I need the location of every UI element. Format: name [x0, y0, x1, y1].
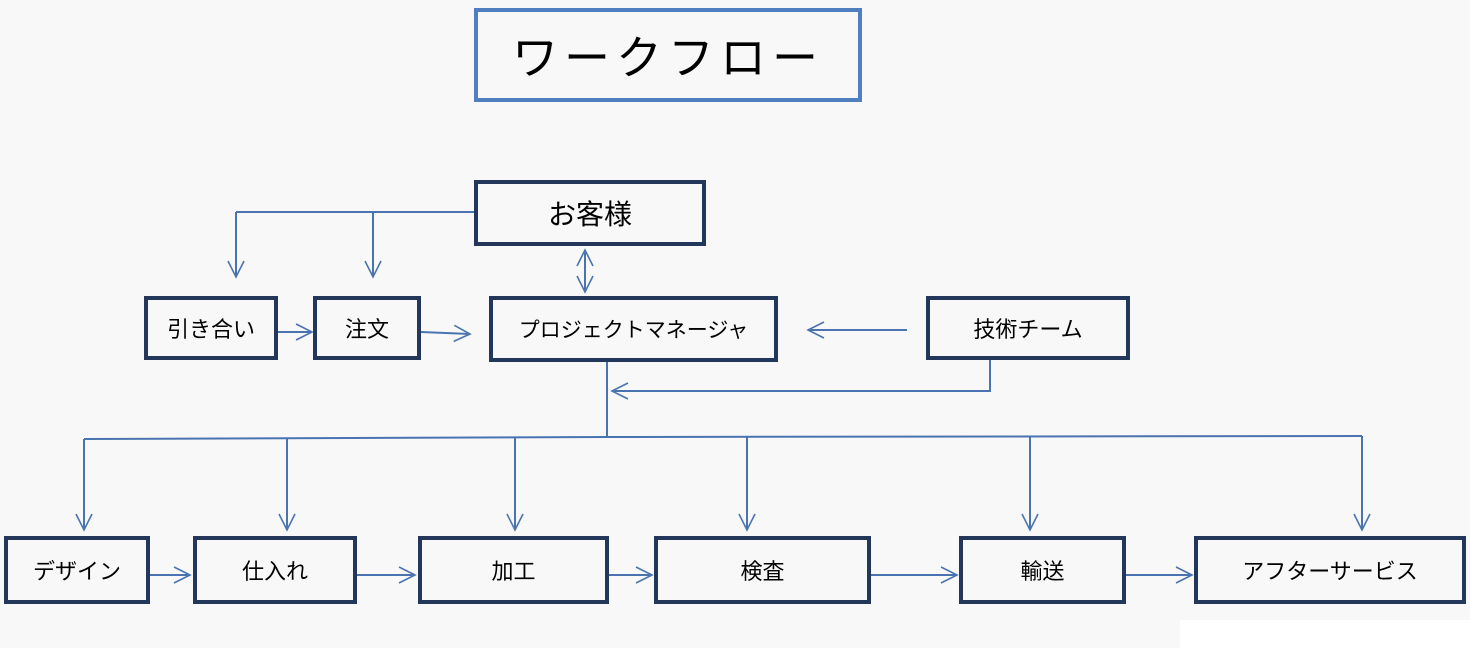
node-tech-team: 技術チーム	[926, 296, 1130, 360]
node-order: 注文	[313, 296, 421, 360]
arrow-order-pm	[420, 324, 472, 343]
node-processing: 加工	[418, 536, 609, 604]
distribution-bus	[83, 435, 1363, 440]
node-inquiry: 引き合い	[144, 296, 278, 360]
page-title: ワークフロー	[474, 8, 862, 102]
arrow-tech-feedback	[610, 360, 991, 400]
node-design: デザイン	[4, 536, 150, 604]
node-after-service: アフターサービス	[1194, 536, 1466, 604]
node-customer: お客様	[474, 180, 706, 246]
node-project-manager: プロジェクトマネージャ	[489, 296, 778, 362]
node-purchasing: 仕入れ	[193, 536, 357, 604]
node-shipping: 輸送	[959, 536, 1126, 604]
node-inspection: 検査	[654, 536, 871, 604]
corner-patch	[1180, 620, 1470, 648]
